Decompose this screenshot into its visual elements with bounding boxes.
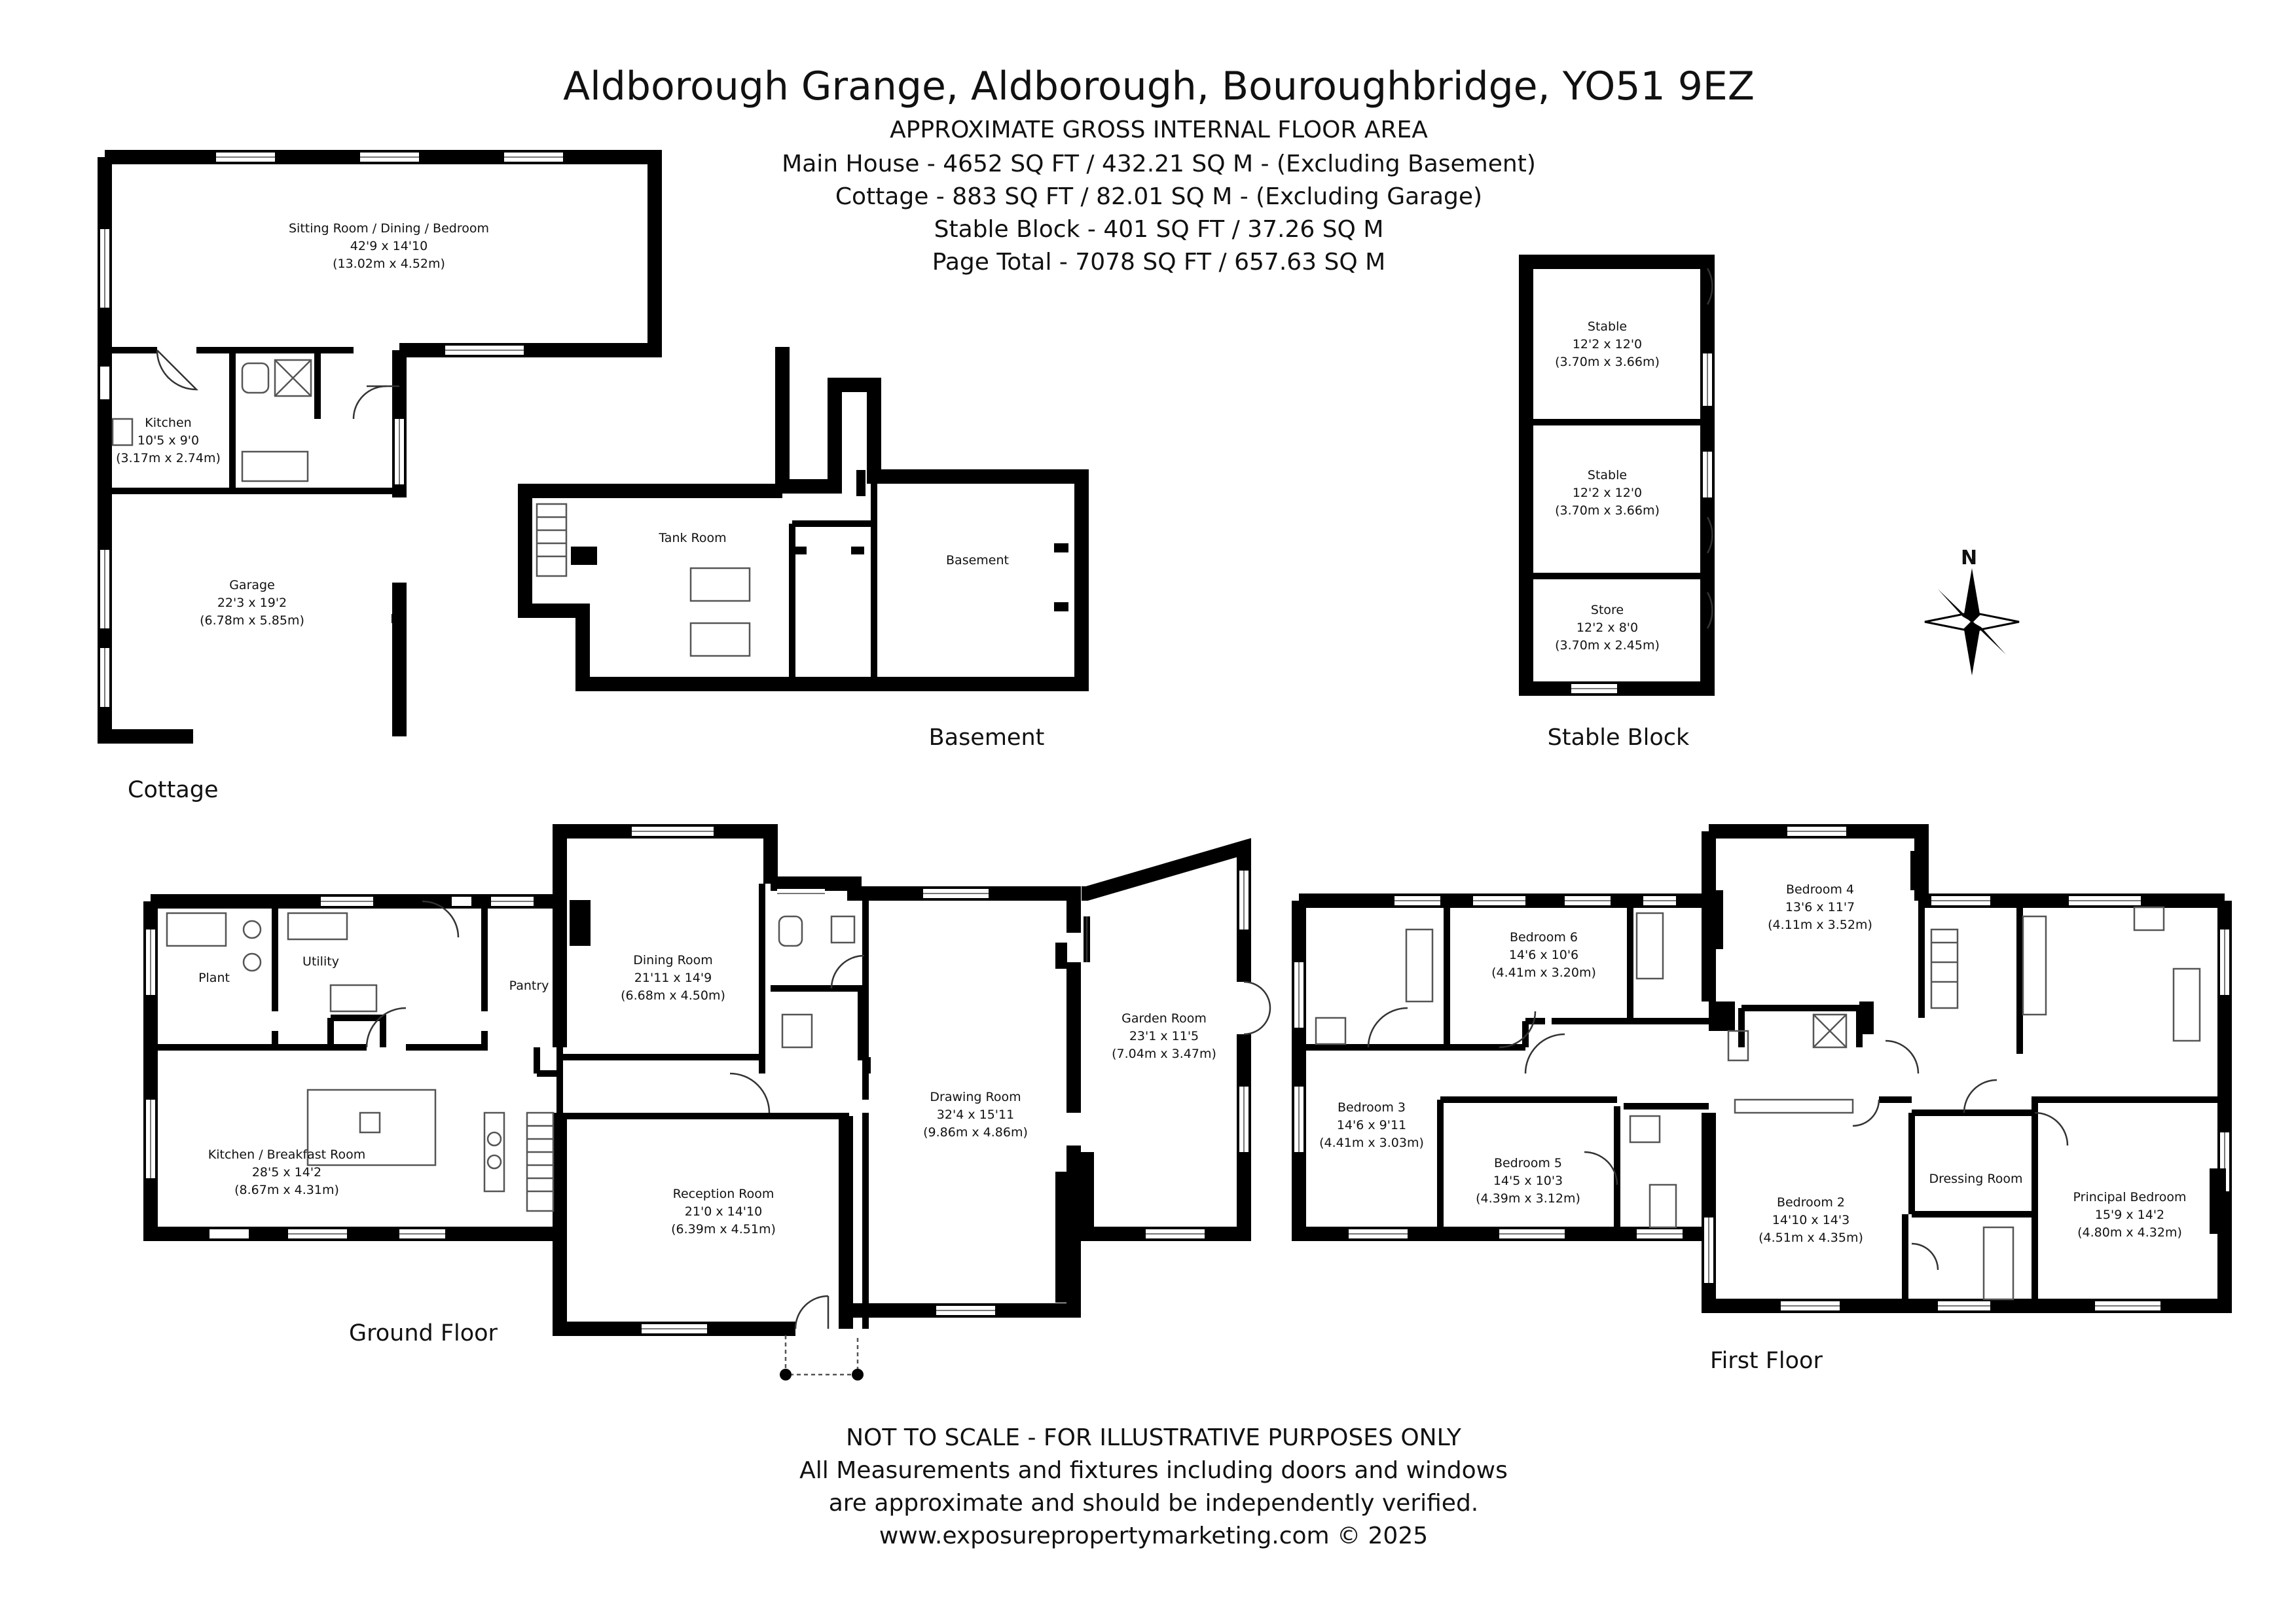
- utility-label: Utility: [302, 954, 339, 969]
- bedroom-5-imperial: 14'5 x 10'3: [1493, 1174, 1563, 1188]
- ground-floor-plan: Plant Utility Pantry Dining Room 21'11 x…: [143, 824, 1271, 1380]
- cottage-kitchen-metric: (3.17m x 2.74m): [116, 451, 221, 465]
- principal-bedroom-label: Principal Bedroom: [2073, 1190, 2187, 1204]
- bedroom-5-label: Bedroom 5: [1494, 1156, 1562, 1170]
- bedroom-2-metric: (4.51m x 4.35m): [1758, 1231, 1863, 1245]
- disclaimer-line-2: All Measurements and fixtures including …: [799, 1457, 1508, 1484]
- dining-room-imperial: 21'11 x 14'9: [634, 971, 712, 985]
- stable-1-metric: (3.70m x 3.66m): [1555, 355, 1660, 369]
- garden-room-imperial: 23'1 x 11'5: [1129, 1029, 1199, 1043]
- sitting-room-label: Sitting Room / Dining / Bedroom: [289, 221, 489, 236]
- bedroom-3-imperial: 14'6 x 9'11: [1337, 1118, 1406, 1132]
- store-label: Store: [1591, 603, 1624, 617]
- area-stable-block: Stable Block - 401 SQ FT / 37.26 SQ M: [934, 216, 1384, 243]
- garage-imperial: 22'3 x 19'2: [217, 596, 287, 610]
- sitting-room-imperial: 42'9 x 14'10: [350, 239, 428, 253]
- kitchen-breakfast-label: Kitchen / Breakfast Room: [208, 1147, 365, 1162]
- cottage-kitchen-label: Kitchen: [145, 416, 191, 430]
- bedroom-4-metric: (4.11m x 3.52m): [1768, 918, 1872, 932]
- area-main-house: Main House - 4652 SQ FT / 432.21 SQ M - …: [782, 151, 1536, 177]
- basement-floor-label: Basement: [929, 725, 1045, 751]
- dressing-room-label: Dressing Room: [1929, 1172, 2022, 1186]
- area-subtitle: APPROXIMATE GROSS INTERNAL FLOOR AREA: [890, 117, 1428, 143]
- compass-north-label: N: [1961, 547, 1977, 569]
- principal-bedroom-metric: (4.80m x 4.32m): [2077, 1225, 2182, 1240]
- stable-block-floor-label: Stable Block: [1548, 725, 1690, 751]
- garage-metric: (6.78m x 5.85m): [200, 613, 304, 628]
- disclaimer-line-3: are approximate and should be independen…: [829, 1490, 1479, 1517]
- plant-label: Plant: [198, 971, 230, 985]
- bedroom-4-label: Bedroom 4: [1786, 882, 1854, 897]
- store-metric: (3.70m x 2.45m): [1555, 638, 1660, 653]
- stable-2-metric: (3.70m x 3.66m): [1555, 503, 1660, 518]
- ground-floor-label: Ground Floor: [349, 1320, 498, 1346]
- bedroom-6-imperial: 14'6 x 10'6: [1509, 948, 1578, 962]
- basement-plan: Tank Room Basement Basement: [518, 347, 1089, 751]
- kitchen-breakfast-metric: (8.67m x 4.31m): [234, 1183, 339, 1197]
- bedroom-3-metric: (4.41m x 3.03m): [1319, 1136, 1424, 1150]
- first-floor-label: First Floor: [1710, 1348, 1823, 1374]
- drawing-room-metric: (9.86m x 4.86m): [923, 1125, 1028, 1140]
- stable-2-label: Stable: [1588, 468, 1627, 482]
- disclaimer-line-1: NOT TO SCALE - FOR ILLUSTRATIVE PURPOSES…: [846, 1424, 1462, 1451]
- cottage-kitchen-imperial: 10'5 x 9'0: [137, 433, 199, 448]
- garden-room-label: Garden Room: [1121, 1011, 1207, 1026]
- stable-1-label: Stable: [1588, 319, 1627, 334]
- disclaimer: NOT TO SCALE - FOR ILLUSTRATIVE PURPOSES…: [799, 1424, 1508, 1549]
- reception-room-label: Reception Room: [673, 1187, 774, 1201]
- website-link[interactable]: www.exposurepropertymarketing.com © 2025: [879, 1523, 1428, 1549]
- stable-1-imperial: 12'2 x 12'0: [1573, 337, 1642, 352]
- garden-room-metric: (7.04m x 3.47m): [1112, 1047, 1216, 1061]
- garage-label: Garage: [229, 578, 275, 592]
- bedroom-2-imperial: 14'10 x 14'3: [1772, 1213, 1850, 1227]
- principal-bedroom-imperial: 15'9 x 14'2: [2095, 1208, 2164, 1222]
- cottage-plan: Sitting Room / Dining / Bedroom 42'9 x 1…: [98, 150, 662, 803]
- store-imperial: 12'2 x 8'0: [1576, 621, 1638, 635]
- cottage-floor-label: Cottage: [128, 777, 219, 803]
- bedroom-2-label: Bedroom 2: [1777, 1195, 1845, 1210]
- first-floor-plan: Bedroom 6 14'6 x 10'6 (4.41m x 3.20m) Be…: [1292, 824, 2232, 1374]
- drawing-room-label: Drawing Room: [930, 1090, 1021, 1104]
- stable-block-plan: Stable 12'2 x 12'0 (3.70m x 3.66m) Stabl…: [1519, 255, 1715, 751]
- reception-room-metric: (6.39m x 4.51m): [671, 1222, 776, 1236]
- bedroom-6-metric: (4.41m x 3.20m): [1491, 965, 1596, 980]
- bedroom-5-metric: (4.39m x 3.12m): [1476, 1191, 1580, 1206]
- page-title: Aldborough Grange, Aldborough, Bouroughb…: [563, 63, 1755, 109]
- header: Aldborough Grange, Aldborough, Bouroughb…: [563, 63, 1755, 276]
- bedroom-3-label: Bedroom 3: [1338, 1100, 1406, 1115]
- bedroom-4-imperial: 13'6 x 11'7: [1785, 900, 1855, 914]
- basement-room-label: Basement: [946, 553, 1009, 568]
- area-page-total: Page Total - 7078 SQ FT / 657.63 SQ M: [932, 249, 1385, 276]
- dining-room-metric: (6.68m x 4.50m): [621, 988, 725, 1003]
- pantry-label: Pantry: [509, 979, 549, 993]
- reception-room-imperial: 21'0 x 14'10: [685, 1204, 762, 1219]
- stable-2-imperial: 12'2 x 12'0: [1573, 486, 1642, 500]
- sitting-room-metric: (13.02m x 4.52m): [333, 257, 445, 271]
- drawing-room-imperial: 32'4 x 15'11: [937, 1108, 1014, 1122]
- dining-room-label: Dining Room: [633, 953, 712, 967]
- tank-room-label: Tank Room: [658, 531, 726, 545]
- bedroom-6-label: Bedroom 6: [1510, 930, 1578, 945]
- area-cottage: Cottage - 883 SQ FT / 82.01 SQ M - (Excl…: [835, 183, 1482, 210]
- compass-icon: N: [1924, 547, 2020, 676]
- kitchen-breakfast-imperial: 28'5 x 14'2: [252, 1165, 321, 1180]
